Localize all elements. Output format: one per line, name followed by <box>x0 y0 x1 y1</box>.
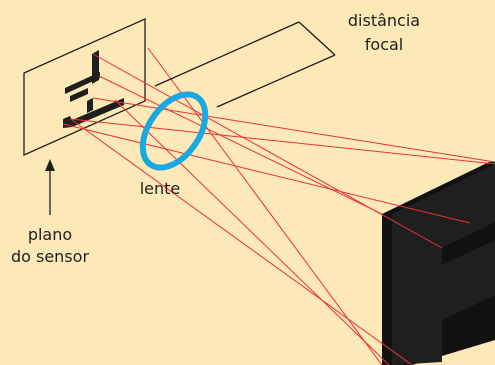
ray <box>62 123 471 224</box>
bracket-line-top <box>154 21 300 87</box>
focal-length-label-line2: focal <box>365 35 403 54</box>
ray <box>92 53 443 249</box>
ray <box>71 119 413 365</box>
ray <box>114 99 390 365</box>
focal-length-bracket <box>154 21 336 108</box>
sensor-label-line2: do sensor <box>11 247 89 266</box>
ray <box>147 47 383 365</box>
lens-ring <box>139 91 209 171</box>
focal-length-label-line1: distância <box>348 11 420 30</box>
light-rays <box>62 47 495 365</box>
sensor-image-letter-f <box>63 50 124 128</box>
sensor-label-line1: plano <box>28 225 72 244</box>
bracket-line-bottom <box>216 54 336 108</box>
ray <box>98 75 383 215</box>
sensor-plane <box>23 17 146 157</box>
lens-label: lente <box>140 179 181 198</box>
object-letter-f <box>382 162 495 365</box>
ray <box>92 97 495 163</box>
bracket-end <box>298 21 336 56</box>
letter-f-face <box>392 164 495 365</box>
sensor-pointer-arrow <box>45 159 55 215</box>
ray <box>69 118 495 165</box>
